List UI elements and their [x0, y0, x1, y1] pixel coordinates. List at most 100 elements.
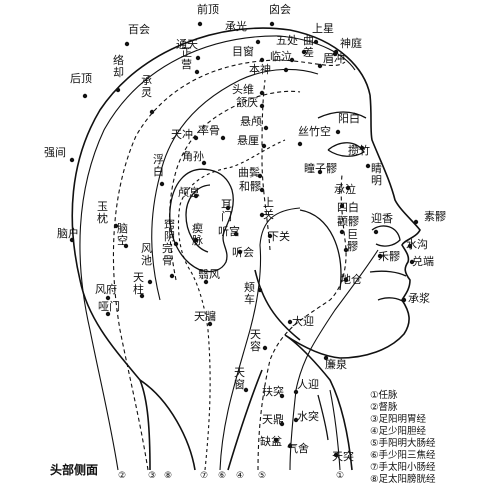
mouth-line [369, 270, 407, 277]
acupoint-meichong: 眉冲 [317, 51, 345, 69]
acupoint-label-lianquan: 廉泉 [325, 357, 347, 371]
acupoint-dot [293, 389, 299, 395]
acupoint-layer: 前顶囟会百会承光上星通天五处曲差神庭后顶络却正营目窗临泣眉冲承灵本神头维颔厌阳白… [44, 2, 446, 463]
acupoint-dot [283, 67, 289, 73]
acupoint-label-tianzhu: 天柱 [133, 271, 144, 296]
acupoint-yuzhen: 玉枕 [97, 200, 119, 229]
neck-back-line [139, 379, 196, 471]
acupoint-label-yingxiang: 迎香 [371, 212, 393, 225]
cheek-line [299, 209, 342, 291]
acupoint-tianrong: 天容 [250, 328, 268, 353]
meridian-number-6: ④ [236, 471, 244, 481]
acupoint-shangxing: 上星 [312, 22, 334, 45]
large-intestine-line [289, 249, 379, 471]
acupoint-luoque: 络却 [113, 53, 124, 93]
acupoint-dot [220, 135, 226, 141]
acupoint-juliao: 巨髎 [343, 228, 358, 253]
meridian-number-8: ① [336, 471, 344, 481]
acupoint-label-naokong: 脑空 [117, 222, 128, 247]
acupoint-dot [105, 295, 111, 301]
acupoint-dot [225, 205, 231, 211]
meridian-number-2: ③ [148, 471, 156, 481]
acupoint-dot [359, 145, 365, 151]
acupoint-dot [333, 49, 339, 55]
eyebrow [317, 111, 367, 119]
legend-item-7: ⑦手太阳小肠经 [370, 461, 436, 473]
acupoint-dot [269, 21, 275, 27]
acupoint-dot [287, 319, 293, 325]
acupoint-label-jiaosun: 角孙 [182, 150, 204, 163]
acupoint-dot [273, 437, 279, 443]
acupoint-label-futu: 扶突 [262, 384, 284, 398]
acupoint-dot [261, 143, 267, 149]
legend: ①任脉②督脉③足阳明胃经④足少阳胆经⑤手阳明大肠经⑥手少阳三焦经⑦手太阳小肠经⑧… [370, 389, 436, 485]
acupoint-suliao: 素髎 [413, 210, 446, 225]
acupoint-dot [287, 443, 293, 449]
triple-burner-line [177, 139, 286, 471]
acupoint-qubin: 曲鬓 [238, 166, 263, 179]
nose-wing [371, 225, 401, 247]
acupoint-dot [297, 141, 303, 147]
gallbladder-meridian-line [151, 68, 319, 301]
acupoint-dot [195, 55, 201, 61]
acupoint-label-jiache: 颊车 [244, 281, 255, 306]
acupoint-label-qiangjian: 强间 [44, 146, 66, 159]
acupoint-tianzhu: 天柱 [133, 271, 145, 299]
acupoint-heliao: 和髎 [239, 180, 265, 193]
acupoint-dot [407, 243, 413, 249]
acupoint-label-zhengying: 正营 [181, 46, 192, 71]
acupoint-ermen: 耳门 [221, 198, 232, 223]
acupoint-label-tiantu: 天突 [332, 449, 354, 463]
acupoint-dot [317, 63, 323, 69]
acupoint-dot [259, 212, 265, 218]
acupoint-dot [259, 103, 265, 109]
legend-item-6: ⑥手少阳三焦经 [370, 449, 436, 461]
meridian-lines [79, 35, 379, 471]
acupoint-dot [169, 273, 175, 279]
acupoint-dot [267, 233, 273, 239]
acupoint-label-chengling: 承灵 [141, 74, 152, 99]
acupoint-dot [413, 219, 419, 225]
acupoint-tongziliao: 瞳子髎 [304, 161, 337, 175]
acupoint-dot [339, 229, 345, 235]
acupoint-label-heliao2: 禾髎 [378, 250, 400, 263]
acupoint-dot [124, 41, 130, 47]
acupoint-zhengying: 正营 [181, 46, 200, 75]
acupoint-dot [259, 187, 265, 193]
acupoint-fubai: 浮白 [153, 153, 165, 187]
acupoint-dot [149, 109, 155, 115]
acupoint-label-luxi: 颅息 [178, 185, 200, 199]
acupoint-label-tinggong: 听宫 [218, 224, 240, 238]
larynx-line [317, 394, 329, 441]
acupoint-label-dicang: 地仓 [340, 272, 362, 286]
acupoint-naohu: 脑户 [57, 226, 79, 243]
acupoint-label-renying: 人迎 [297, 378, 319, 391]
acupoint-qishe: 气舍 [287, 441, 309, 455]
acupoint-label-qianding: 前顶 [197, 2, 219, 16]
acupoint-dot [293, 417, 299, 423]
acupoint-label-sibai: 四白 [337, 200, 359, 214]
acupoint-jiaosun: 角孙 [182, 150, 207, 166]
acupoint-xiaguan: 下关 [267, 229, 290, 243]
meridian-number-3: ⑧ [164, 471, 172, 481]
acupoint-dot [69, 237, 75, 243]
legend-item-1: ①任脉 [370, 389, 398, 401]
acupoint-label-shangguan: 上关 [263, 196, 274, 221]
jaw-line [254, 269, 301, 341]
acupoint-dot [409, 259, 415, 265]
acupoint-hanyan: 颔厌 [236, 95, 265, 109]
acupoint-label-qucha: 曲差 [303, 34, 314, 59]
stomach-meridian-line [257, 174, 347, 471]
acupoint-quepen: 缺盆 [260, 434, 282, 448]
acupoint-heliao2: 禾髎 [377, 250, 400, 263]
acupoint-label-tianyou: 天牖 [194, 310, 216, 323]
acupoint-yingxiang: 迎香 [371, 212, 393, 235]
acupoint-dot [279, 421, 285, 427]
acupoint-label-shuigou: 水沟 [406, 238, 428, 251]
du-meridian-line [79, 35, 356, 471]
acupoint-dot [207, 321, 213, 327]
acupoint-quanliao: 颧髎 [337, 215, 359, 235]
acupoint-jiache: 颊车 [244, 281, 263, 306]
shoulder-line [227, 369, 263, 471]
